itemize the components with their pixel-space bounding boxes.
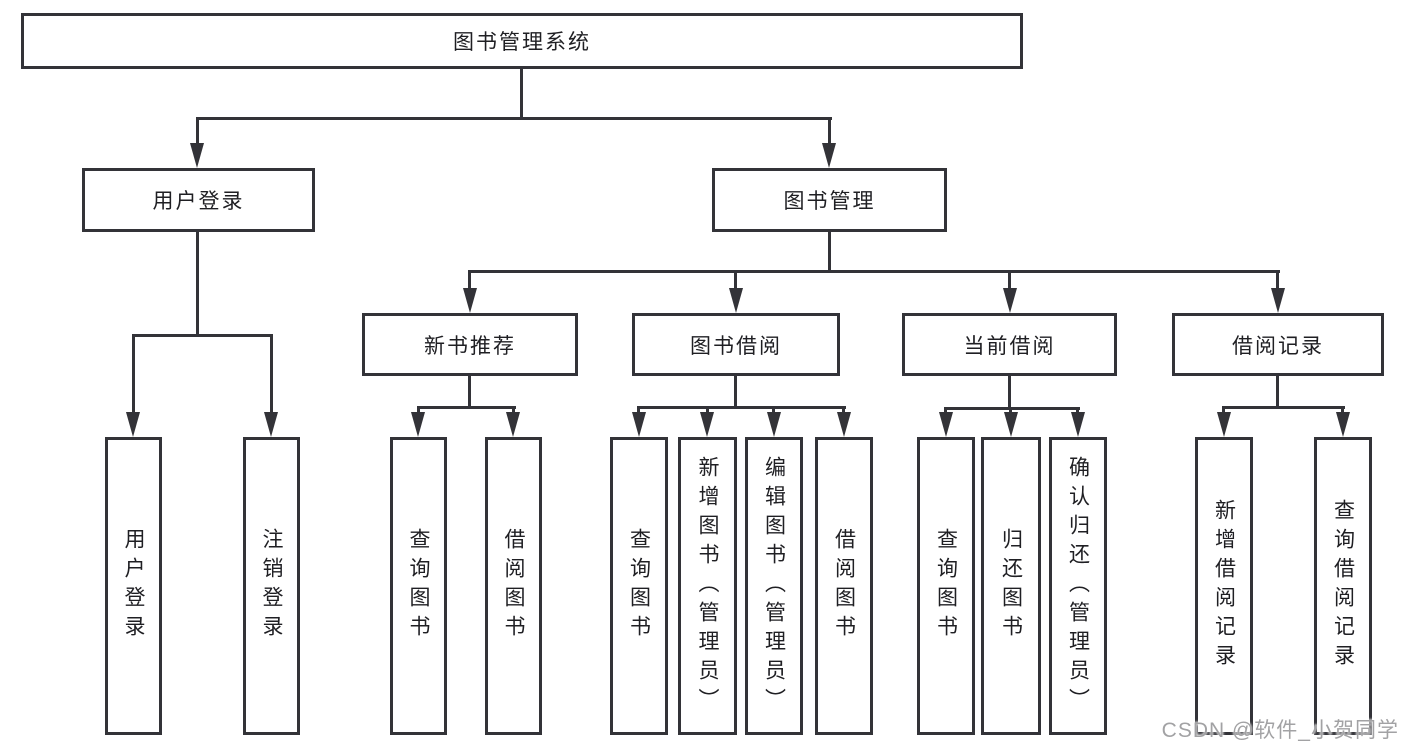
connector-line (1009, 407, 1012, 415)
connector-line (468, 376, 471, 408)
node-label: 借阅图书 (832, 528, 856, 644)
leaf-add-borrow-record: 新增借阅记录 (1195, 437, 1253, 735)
node-label: 用户登录 (122, 528, 145, 644)
arrow-down-icon (463, 288, 477, 313)
node-label: 查询图书 (934, 528, 958, 644)
leaf-query-books-current: 查询图书 (917, 437, 975, 735)
connector-line (512, 406, 515, 415)
arrow-down-icon (1004, 412, 1018, 437)
node-book-management: 图书管理 (712, 168, 947, 232)
connector-line (772, 406, 775, 415)
connector-line (1008, 270, 1011, 290)
node-library-management-system: 图书管理系统 (21, 13, 1023, 69)
node-label: 图书借阅 (690, 334, 782, 358)
node-label: 确认归还（管理员） (1066, 455, 1090, 717)
leaf-edit-book-admin: 编辑图书（管理员） (745, 437, 803, 735)
connector-line (706, 406, 709, 415)
leaf-confirm-return-admin: 确认归还（管理员） (1049, 437, 1107, 735)
arrow-down-icon (1336, 412, 1350, 437)
connector-line (132, 334, 135, 414)
arrow-down-icon (632, 412, 646, 437)
connector-line (828, 232, 831, 272)
arrow-down-icon (190, 143, 204, 168)
arrow-down-icon (939, 412, 953, 437)
arrow-down-icon (1003, 288, 1017, 313)
node-label: 当前借阅 (963, 334, 1056, 358)
arrow-down-icon (264, 412, 278, 437)
node-label: 注销登录 (260, 528, 283, 644)
node-label: 新增借阅记录 (1212, 499, 1236, 673)
connector-line (417, 406, 516, 409)
connector-line (1341, 406, 1344, 415)
connector-line (196, 117, 832, 120)
connector-line (196, 117, 199, 145)
node-label: 归还图书 (999, 528, 1023, 644)
connector-line (468, 270, 1280, 273)
node-label: 新增图书（管理员） (696, 455, 719, 717)
arrow-down-icon (1271, 288, 1285, 313)
csdn-watermark: CSDN @软件_小贺同学 (1161, 719, 1399, 742)
node-label: 新书推荐 (424, 334, 516, 358)
arrow-down-icon (729, 288, 743, 313)
node-book-borrowing: 图书借阅 (632, 313, 840, 376)
connector-line (637, 406, 640, 415)
node-new-book-recommendation: 新书推荐 (362, 313, 578, 376)
arrow-down-icon (767, 412, 781, 437)
leaf-borrow-books-borrowing: 借阅图书 (815, 437, 873, 735)
connector-line (1276, 376, 1279, 408)
connector-line (196, 232, 199, 336)
connector-line (270, 334, 273, 414)
arrow-down-icon (506, 412, 520, 437)
node-label: 查询图书 (407, 528, 430, 644)
arrow-down-icon (126, 412, 140, 437)
connector-line (468, 270, 471, 290)
arrow-down-icon (1071, 412, 1085, 437)
connector-line (417, 406, 420, 415)
leaf-borrow-books-recommend: 借阅图书 (485, 437, 542, 735)
connector-line (734, 270, 737, 290)
arrow-down-icon (700, 412, 714, 437)
node-label: 借阅记录 (1232, 334, 1324, 358)
connector-line (520, 69, 523, 117)
connector-line (1222, 406, 1345, 409)
connector-line (828, 117, 831, 145)
leaf-query-books-recommend: 查询图书 (390, 437, 447, 735)
connector-line (734, 376, 737, 408)
node-label: 图书管理 (783, 190, 876, 213)
leaf-query-borrow-record: 查询借阅记录 (1314, 437, 1372, 735)
node-label: 用户登录 (152, 190, 245, 213)
leaf-return-books: 归还图书 (981, 437, 1041, 735)
connector-line (637, 406, 846, 409)
node-user-login: 用户登录 (82, 168, 315, 232)
connector-line (944, 407, 947, 415)
arrow-down-icon (411, 412, 425, 437)
node-current-borrowing: 当前借阅 (902, 313, 1117, 376)
connector-line (1008, 376, 1011, 409)
connector-line (132, 334, 273, 337)
leaf-user-login: 用户登录 (105, 437, 162, 735)
arrow-down-icon (837, 412, 851, 437)
node-label: 编辑图书（管理员） (762, 455, 786, 717)
leaf-add-book-admin: 新增图书（管理员） (678, 437, 737, 735)
connector-line (842, 406, 845, 415)
node-label: 查询图书 (627, 528, 651, 644)
connector-line (944, 407, 1080, 410)
node-label: 查询借阅记录 (1331, 499, 1355, 673)
leaf-logout: 注销登录 (243, 437, 300, 735)
arrow-down-icon (822, 143, 836, 168)
node-label: 借阅图书 (502, 528, 525, 644)
arrow-down-icon (1217, 412, 1231, 437)
leaf-query-books-borrowing: 查询图书 (610, 437, 668, 735)
node-label: 图书管理系统 (453, 31, 591, 54)
connector-line (1276, 270, 1279, 290)
connector-line (1222, 406, 1225, 415)
node-borrowing-records: 借阅记录 (1172, 313, 1384, 376)
connector-line (1076, 407, 1079, 415)
